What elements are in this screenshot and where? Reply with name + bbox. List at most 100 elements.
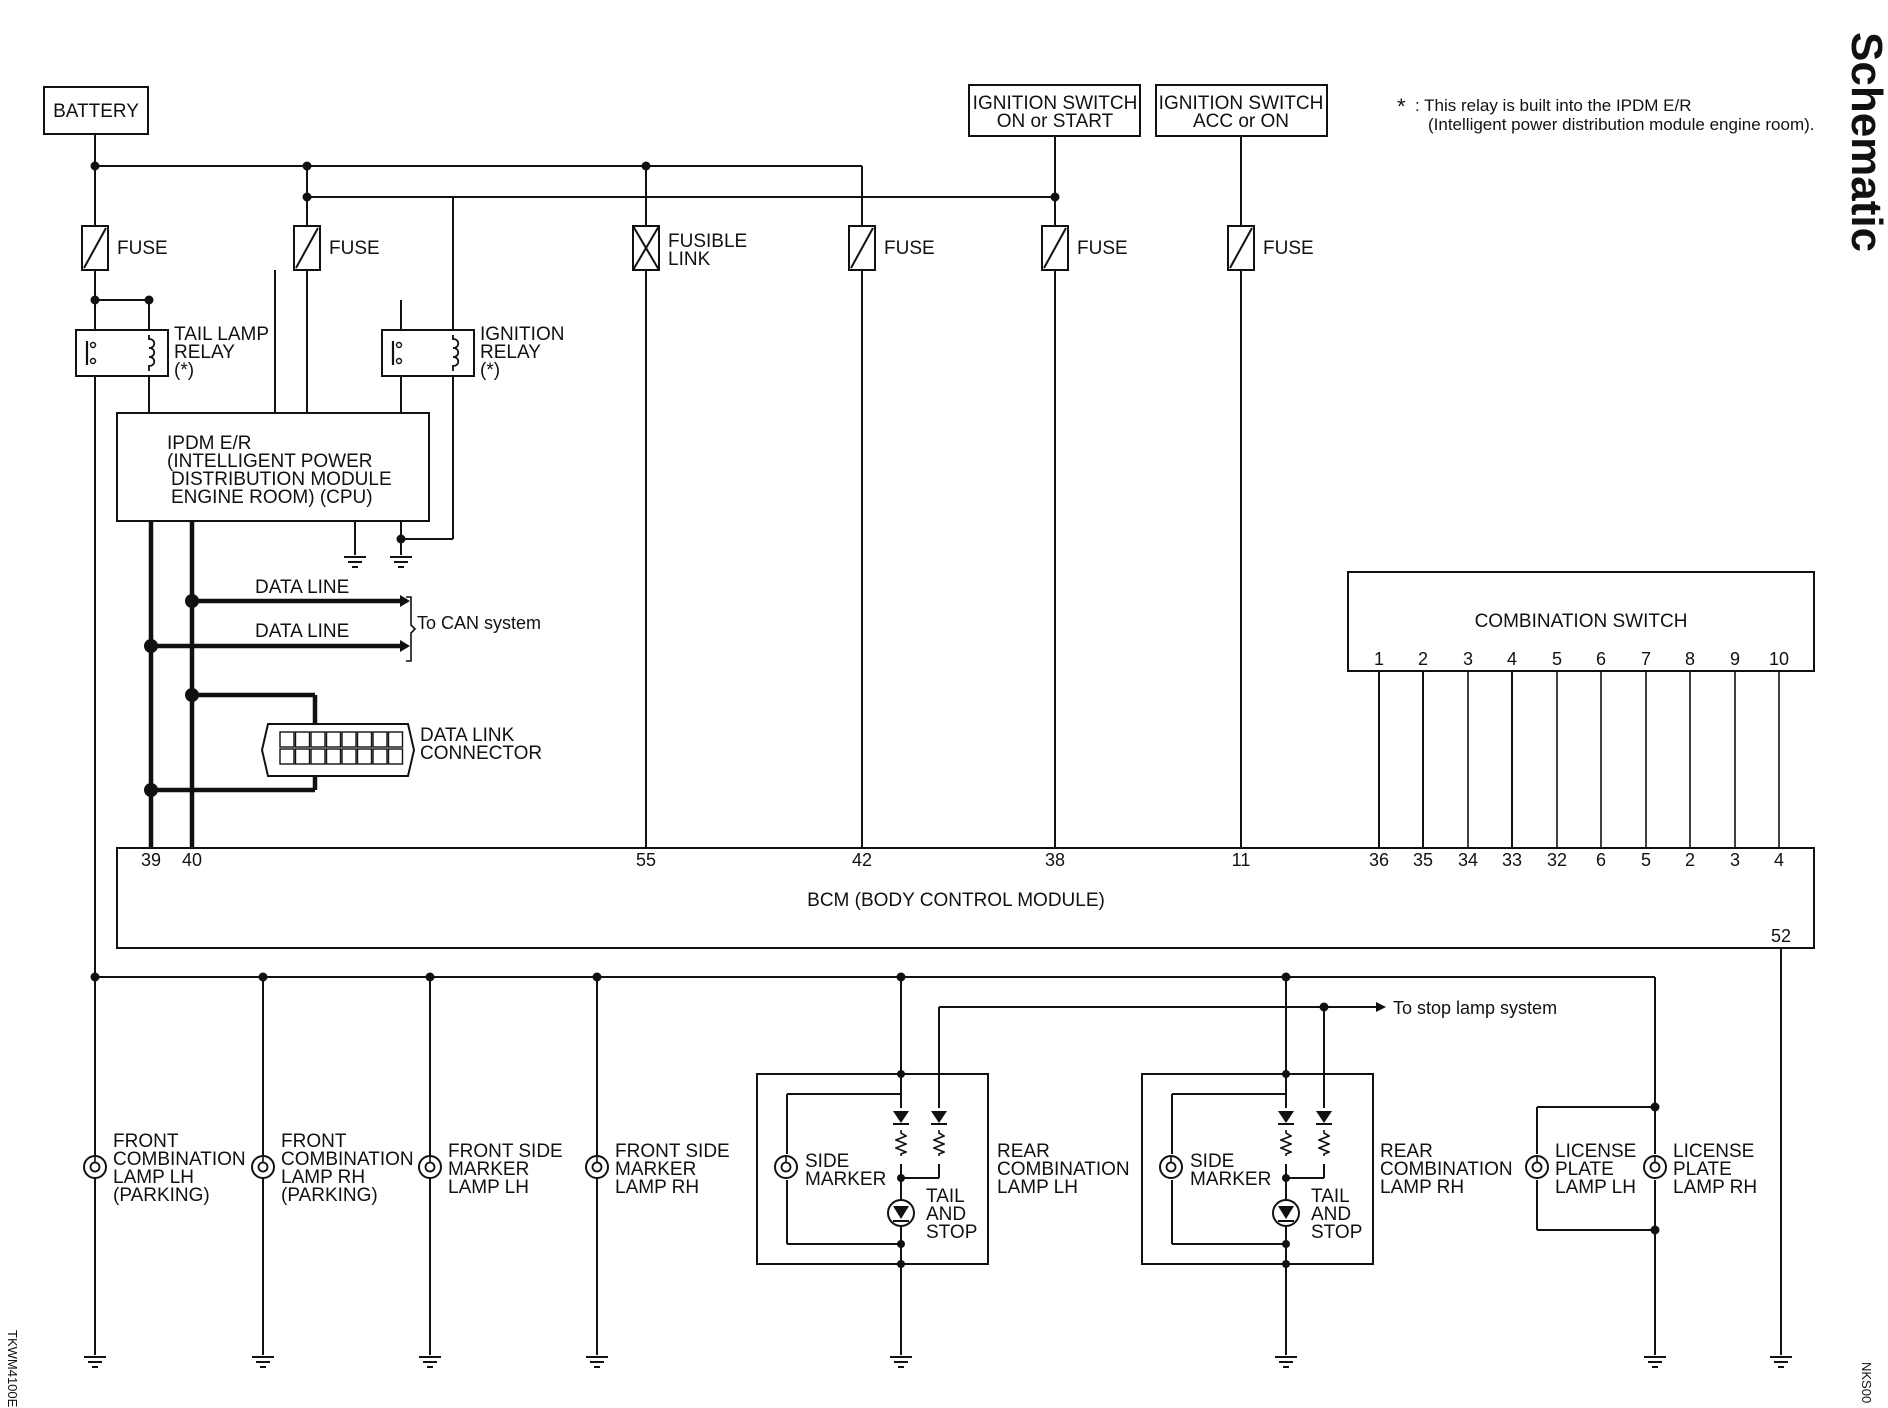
dlc-pin-cell — [279, 748, 295, 765]
svg-text:FUSE: FUSE — [884, 238, 935, 259]
combination-switch-pin: 6 — [1596, 649, 1606, 669]
combination-switch-pin: 10 — [1769, 649, 1789, 669]
svg-text:LAMP RH: LAMP RH — [615, 1177, 699, 1198]
fuse-42: FUSE — [848, 225, 935, 271]
svg-text:MARKER: MARKER — [448, 1159, 529, 1180]
combination-switch-pin: 3 — [1463, 649, 1473, 669]
data-line-label-2: DATA LINE — [255, 621, 349, 642]
svg-text:COMBINATION: COMBINATION — [281, 1149, 414, 1170]
dlc-pin-cell — [372, 731, 388, 748]
svg-text:(*): (*) — [174, 360, 194, 381]
bcm-pin-52: 52 — [1771, 926, 1791, 946]
svg-text:LAMP RH: LAMP RH — [1380, 1177, 1464, 1198]
svg-text:LICENSE: LICENSE — [1555, 1141, 1636, 1162]
svg-text:TAIL LAMP: TAIL LAMP — [174, 324, 269, 345]
bcm-pin: 36 — [1369, 850, 1389, 870]
bcm-pin: 34 — [1458, 850, 1478, 870]
combination-switch-pin: 9 — [1730, 649, 1740, 669]
svg-text:STOP: STOP — [926, 1222, 977, 1243]
bcm-pin: 32 — [1547, 850, 1567, 870]
svg-text:SIDE: SIDE — [1190, 1151, 1234, 1172]
svg-text:STOP: STOP — [1311, 1222, 1362, 1243]
ipdm-er-module: IPDM E/R (INTELLIGENT POWER DISTRIBUTION… — [116, 412, 430, 522]
bcm-pin: 38 — [1045, 850, 1065, 870]
bulb-icon — [585, 1155, 609, 1179]
combination-switch-pin: 7 — [1641, 649, 1651, 669]
svg-text:(PARKING): (PARKING) — [281, 1185, 378, 1206]
note-line-2: (Intelligent power distribution module e… — [1428, 115, 1814, 134]
svg-text:FRONT: FRONT — [113, 1131, 179, 1152]
svg-text:IGNITION SWITCH: IGNITION SWITCH — [1159, 93, 1324, 114]
bcm-pin: 4 — [1774, 850, 1784, 870]
svg-text:DISTRIBUTION MODULE: DISTRIBUTION MODULE — [171, 469, 392, 490]
svg-text:LAMP RH: LAMP RH — [1673, 1177, 1757, 1198]
bulb-icon — [418, 1155, 442, 1179]
dlc-pin-cell — [325, 731, 342, 748]
svg-text:ACC or ON: ACC or ON — [1193, 111, 1289, 132]
fuse-ignition-acc-on: FUSE — [1227, 225, 1314, 271]
note-line-1: : This relay is built into the IPDM E/R — [1415, 96, 1692, 115]
stop-lamp-line: To stop lamp system — [938, 998, 1557, 1075]
dlc-pin-cell — [356, 731, 373, 748]
svg-text:RELAY: RELAY — [480, 342, 541, 363]
data-link-connector: DATA LINK CONNECTOR — [144, 688, 542, 797]
svg-text:LAMP LH: LAMP LH — [997, 1177, 1078, 1198]
front-side-marker-lamp-lh: FRONT SIDE MARKER LAMP LH — [418, 977, 563, 1368]
svg-text:IGNITION SWITCH: IGNITION SWITCH — [973, 93, 1138, 114]
fuse-tail-lamp: FUSE — [293, 225, 380, 271]
svg-text:TAIL: TAIL — [1311, 1186, 1350, 1207]
license-plate-lamps: LICENSE PLATE LAMP LH LICENSE PLATE LAMP… — [1522, 1106, 1757, 1368]
bulb-icon — [83, 1155, 107, 1179]
svg-text:AND: AND — [926, 1204, 966, 1225]
ignition-switch-acc-on-box: IGNITION SWITCH ACC or ON — [1155, 84, 1328, 137]
bulb-icon — [774, 1155, 798, 1179]
bcm-pin: 3 — [1730, 850, 1740, 870]
bcm-pin: 39 — [141, 850, 161, 870]
dlc-pin-cell — [356, 748, 373, 765]
combination-switch-pin: 1 — [1374, 649, 1384, 669]
svg-text:ENGINE ROOM) (CPU): ENGINE ROOM) (CPU) — [171, 487, 373, 508]
bcm-pin: 11 — [1232, 850, 1251, 870]
tail-lamp-relay: TAIL LAMP RELAY (*) — [75, 324, 269, 381]
bcm-pin: 40 — [182, 850, 202, 870]
bcm-pin: 55 — [636, 850, 656, 870]
bcm-pin: 42 — [852, 850, 872, 870]
svg-text:ON or START: ON or START — [997, 111, 1114, 132]
svg-text:LAMP LH: LAMP LH — [448, 1177, 529, 1198]
dlc-pin-cell — [310, 748, 326, 765]
fuse-battery: FUSE — [81, 225, 168, 271]
svg-text:PLATE: PLATE — [1555, 1159, 1614, 1180]
data-line-label-1: DATA LINE — [255, 577, 349, 598]
rear-combination-lamp-rh: SIDE MARKER TAIL AND STOP REAR COMBINATI… — [1141, 977, 1513, 1368]
svg-text:BCM (BODY CONTROL MODULE): BCM (BODY CONTROL MODULE) — [807, 890, 1105, 911]
bulb-icon — [1159, 1155, 1183, 1179]
svg-text:RELAY: RELAY — [174, 342, 235, 363]
corner-code: NKS00 — [1859, 1362, 1874, 1403]
note-star: * — [1397, 94, 1406, 119]
battery-box: BATTERY — [43, 86, 149, 135]
svg-text:COMBINATION: COMBINATION — [113, 1149, 246, 1170]
svg-text:MARKER: MARKER — [805, 1169, 886, 1190]
dlc-pin-cell — [279, 731, 295, 748]
to-stop-lamp-system: To stop lamp system — [1393, 998, 1557, 1018]
svg-text:FUSE: FUSE — [1263, 238, 1314, 259]
svg-text:FRONT: FRONT — [281, 1131, 347, 1152]
svg-text:MARKER: MARKER — [615, 1159, 696, 1180]
svg-text:FRONT SIDE: FRONT SIDE — [448, 1141, 563, 1162]
svg-text:FUSIBLE: FUSIBLE — [668, 231, 747, 252]
bulb-icon — [251, 1155, 275, 1179]
svg-text:AND: AND — [1311, 1204, 1351, 1225]
svg-text:FRONT SIDE: FRONT SIDE — [615, 1141, 730, 1162]
bcm-module: BCM (BODY CONTROL MODULE) 39 40 55 42 38 11 36… — [116, 847, 1815, 949]
svg-text:PLATE: PLATE — [1673, 1159, 1732, 1180]
svg-text:MARKER: MARKER — [1190, 1169, 1271, 1190]
ignition-relay: IGNITION RELAY (*) — [381, 324, 564, 381]
dlc-pin-cell — [387, 731, 404, 748]
page-tab-label: Schematic — [1842, 32, 1888, 252]
svg-text:FUSE: FUSE — [1077, 238, 1128, 259]
dlc-pin-cell — [387, 748, 404, 765]
bcm-pin: 33 — [1502, 850, 1522, 870]
front-combination-lamp-lh: FRONT COMBINATION LAMP LH (PARKING) — [83, 977, 246, 1368]
svg-text:CONNECTOR: CONNECTOR — [420, 743, 542, 764]
svg-text:LAMP LH: LAMP LH — [1555, 1177, 1636, 1198]
